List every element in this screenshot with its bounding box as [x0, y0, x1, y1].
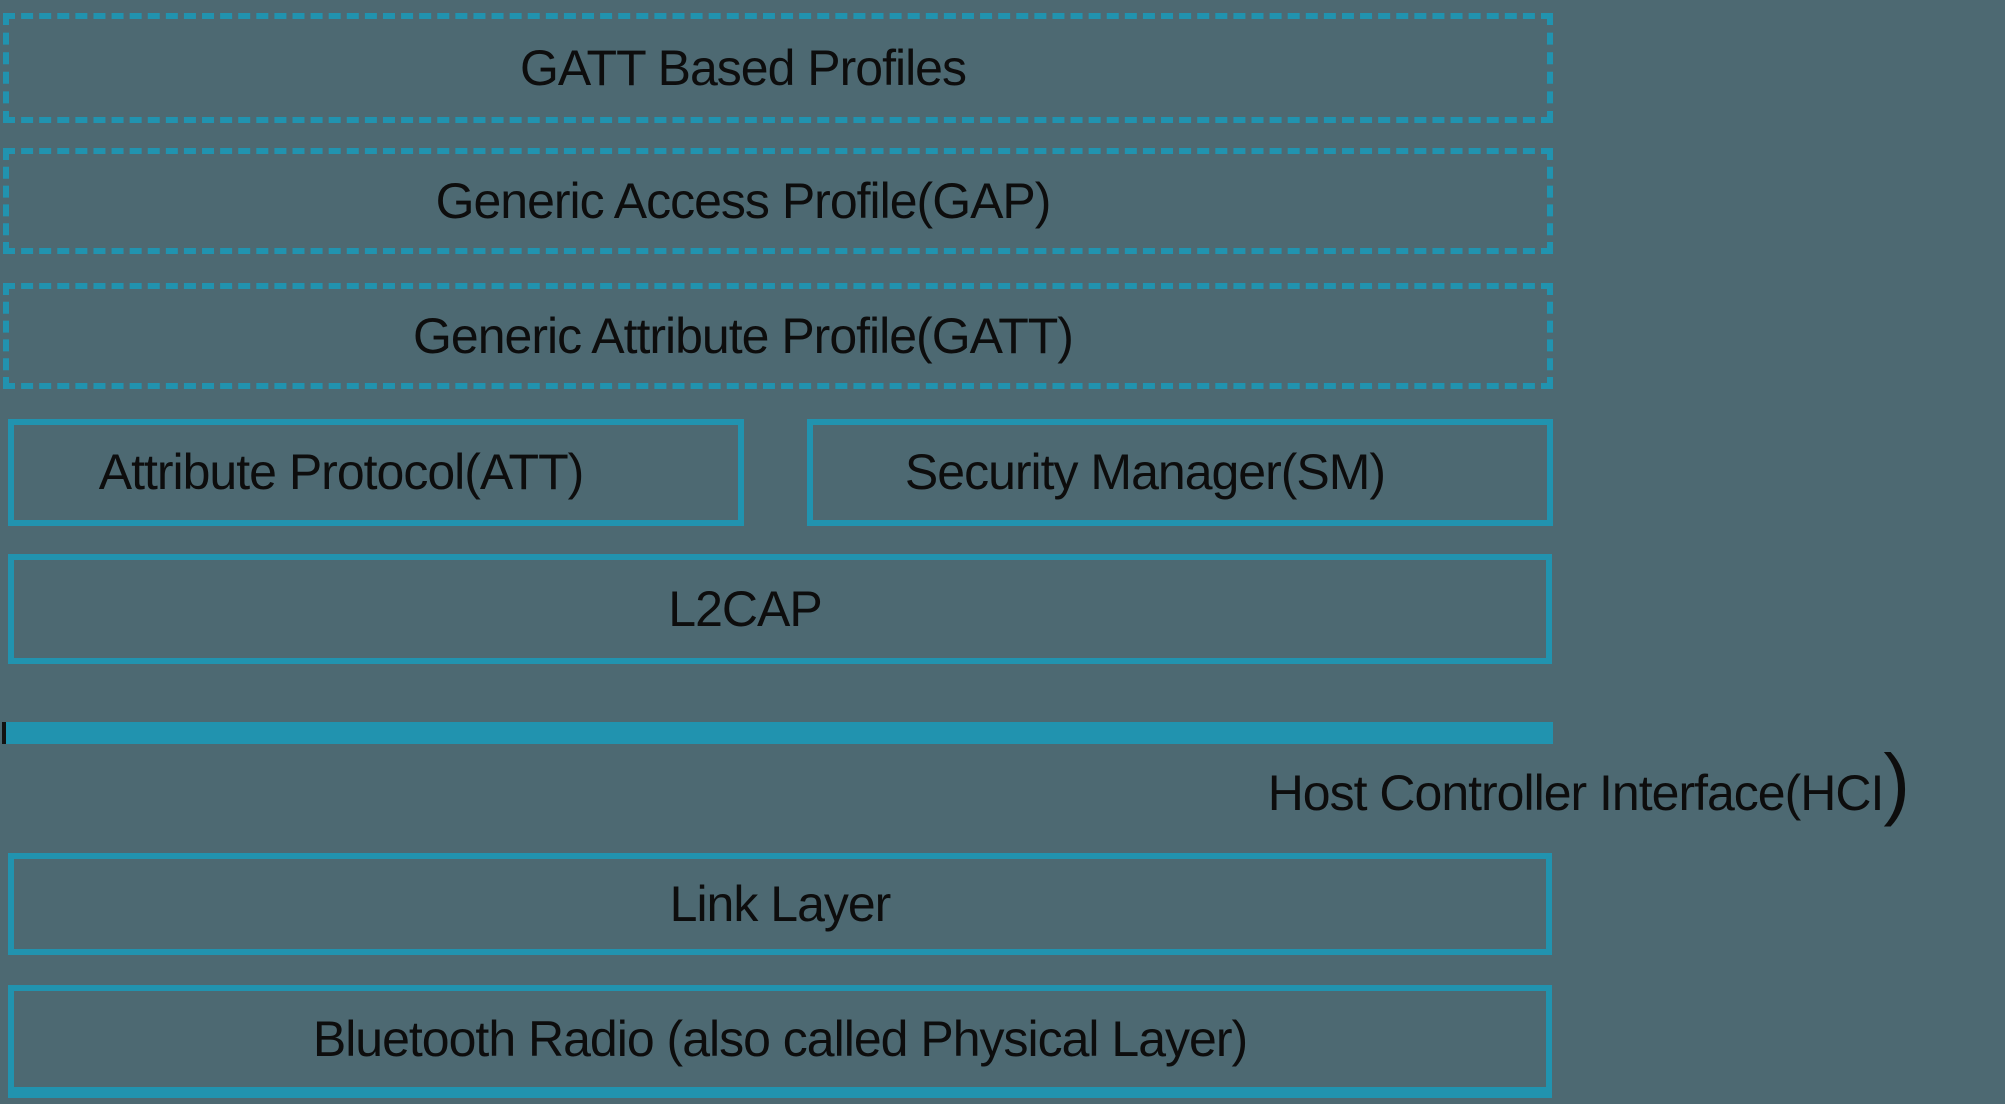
layer-attribute-protocol-label: Attribute Protocol(ATT)	[98, 444, 585, 500]
layer-bluetooth-radio: Bluetooth Radio (also called Physical La…	[8, 985, 1552, 1098]
layer-gatt-based-profiles-label: GATT Based Profiles	[520, 39, 967, 96]
layer-l2cap-label: L2CAP	[668, 580, 822, 637]
hci-label-text: Host Controller Interface(HCI	[1267, 765, 1885, 821]
layer-generic-attribute-profile: Generic Attribute Profile(GATT)	[3, 283, 1553, 389]
hci-label-closing-paren: )	[1883, 738, 1910, 827]
layer-link-layer-label: Link Layer	[669, 875, 892, 932]
hci-bar-left-tick	[2, 722, 6, 744]
layer-security-manager-label: Security Manager(SM)	[904, 444, 1386, 500]
layer-l2cap: L2CAP	[8, 554, 1552, 664]
layer-bluetooth-radio-label: Bluetooth Radio (also called Physical La…	[312, 1010, 1248, 1067]
hci-divider-bar	[6, 722, 1553, 744]
layer-generic-access-profile-label: Generic Access Profile(GAP)	[435, 172, 1052, 229]
layer-gatt-based-profiles: GATT Based Profiles	[3, 13, 1553, 123]
layer-security-manager: Security Manager(SM)	[807, 419, 1553, 526]
layer-link-layer: Link Layer	[8, 853, 1552, 955]
layer-attribute-protocol: Attribute Protocol(ATT)	[8, 419, 744, 526]
layer-host-controller-interface: Host Controller Interface(HCI)	[0, 743, 1910, 853]
layer-generic-attribute-profile-label: Generic Attribute Profile(GATT)	[413, 307, 1074, 364]
layer-generic-access-profile: Generic Access Profile(GAP)	[3, 148, 1553, 254]
